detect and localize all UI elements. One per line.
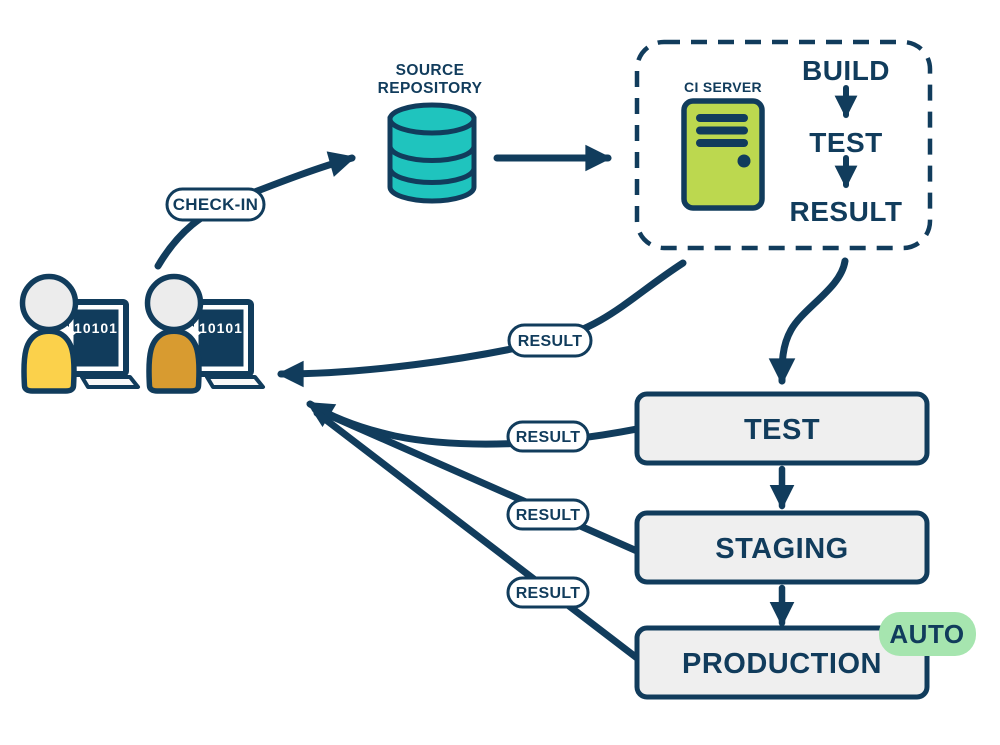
database-top bbox=[387, 102, 477, 136]
stage-staging-box: STAGING bbox=[634, 510, 930, 585]
result-pill-1: RESULT bbox=[507, 323, 593, 358]
result-label: RESULT bbox=[518, 333, 583, 350]
result-arrow-staging bbox=[311, 405, 641, 555]
laptop-screen bbox=[73, 309, 119, 367]
stage-box-shape bbox=[634, 510, 930, 585]
ci-step-result: RESULT bbox=[790, 196, 903, 227]
laptop-screen bbox=[198, 309, 244, 367]
result-label: RESULT bbox=[516, 507, 581, 524]
laptop-screen-text: 10101 bbox=[199, 320, 243, 336]
repo-label-line2: REPOSITORY bbox=[378, 80, 483, 97]
checkin-pill: CHECK-IN bbox=[165, 187, 266, 222]
stage-staging-label: STAGING bbox=[715, 533, 848, 565]
result-label: RESULT bbox=[516, 585, 581, 602]
laptop-base bbox=[205, 375, 265, 389]
server-slot bbox=[696, 139, 748, 147]
source-repository: SOURCE REPOSITORY bbox=[378, 62, 483, 204]
developer-2: 10101 bbox=[144, 273, 265, 394]
database-icon bbox=[387, 102, 477, 204]
stage-production-box: PRODUCTION bbox=[634, 625, 930, 700]
laptop-base bbox=[80, 375, 140, 389]
result-arrow-production bbox=[313, 409, 641, 662]
developer-shirt bbox=[21, 328, 77, 394]
developer-head bbox=[19, 273, 79, 333]
database-divider bbox=[387, 167, 477, 185]
stage-box-shape bbox=[634, 625, 930, 700]
result-arrow-ci bbox=[277, 259, 687, 388]
server-slot bbox=[696, 126, 748, 135]
developer-head bbox=[144, 273, 204, 333]
server-led bbox=[737, 154, 751, 168]
result-pill-shape bbox=[507, 323, 593, 358]
ci-step-test: TEST bbox=[809, 127, 883, 158]
ci-to-test-arrow bbox=[768, 257, 849, 385]
developer-shirt bbox=[146, 328, 202, 394]
result-pill-shape bbox=[506, 498, 590, 531]
database-divider bbox=[387, 145, 477, 163]
server-icon bbox=[681, 98, 765, 211]
auto-badge: AUTO bbox=[879, 612, 976, 656]
server-slot bbox=[696, 114, 748, 122]
ci-step-build: BUILD bbox=[802, 55, 890, 86]
result-pill-4: RESULT bbox=[506, 576, 590, 609]
stage-box-shape bbox=[634, 391, 930, 466]
developer-1: 10101 bbox=[19, 273, 140, 394]
result-pill-shape bbox=[506, 576, 590, 609]
result-label: RESULT bbox=[516, 429, 581, 446]
laptop-icon: 10101 bbox=[188, 299, 265, 389]
auto-badge-label: AUTO bbox=[889, 619, 964, 649]
checkin-pill-shape bbox=[165, 187, 266, 222]
auto-badge-shape bbox=[879, 612, 976, 656]
checkin-label: CHECK-IN bbox=[173, 195, 259, 214]
stage-production-label: PRODUCTION bbox=[682, 648, 882, 680]
laptop-screen-text: 10101 bbox=[74, 320, 118, 336]
stage-test-label: TEST bbox=[744, 414, 820, 446]
result-pill-3: RESULT bbox=[506, 498, 590, 531]
repo-label-line1: SOURCE bbox=[396, 62, 465, 79]
result-pill-shape bbox=[506, 420, 590, 453]
stage-test-box: TEST bbox=[634, 391, 930, 466]
result-pill-2: RESULT bbox=[506, 420, 590, 453]
laptop-icon: 10101 bbox=[63, 299, 140, 389]
ci-dashed-box bbox=[634, 39, 933, 251]
ci-server-label: CI SERVER bbox=[684, 79, 762, 95]
ci-server-group: CI SERVER BUILD TEST RESULT bbox=[634, 39, 933, 251]
